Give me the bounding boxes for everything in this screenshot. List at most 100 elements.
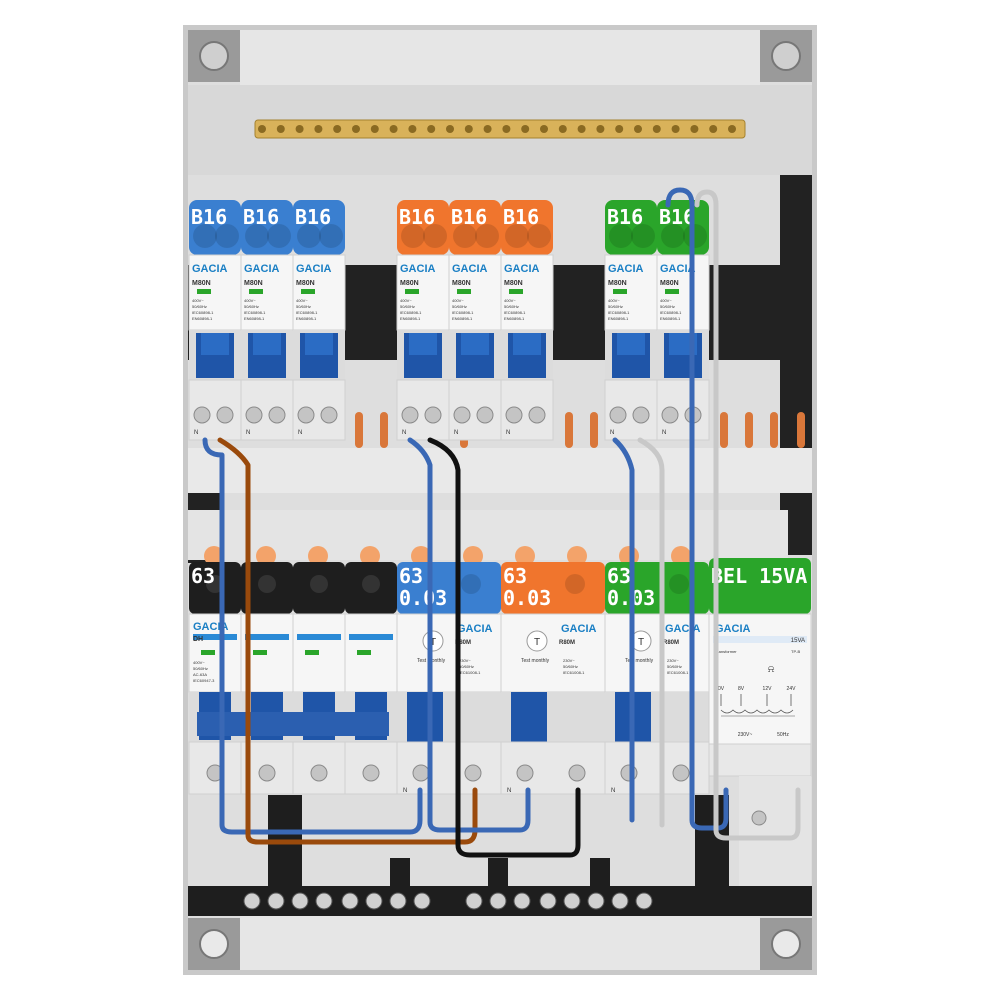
rcd-spec-line: 50/60Hz (667, 664, 682, 669)
mcb-cap-dimple (683, 224, 707, 248)
mcb-status-indicator (457, 289, 471, 294)
rcd-terminal-label: N (611, 788, 615, 794)
rcd-model: R80M (455, 640, 471, 646)
earth-terminal-hole (540, 125, 548, 133)
rcd-toggle-lever (407, 692, 443, 742)
terminal-block-screw-icon (341, 892, 359, 910)
mcb-spec-line: IEC60898-1 (452, 310, 474, 315)
comb-busbar-tooth (720, 412, 728, 448)
mcb-spec-line: 50/60Hz (400, 304, 415, 309)
rcd-rating-current: 63 (503, 564, 527, 588)
screw-icon (199, 41, 229, 71)
terminal-block-screw-icon (365, 892, 383, 910)
mcb-rating-label: B16 (451, 205, 487, 229)
mcb-rating-label: B16 (399, 205, 435, 229)
mcb-cap-dimple (193, 224, 217, 248)
mcb-model: M80N (504, 280, 523, 287)
mcb-terminal-label: N (298, 430, 302, 436)
mcb-model: M80N (660, 280, 679, 287)
terminal-blocks (188, 795, 812, 916)
terminal-screw-icon (528, 406, 546, 424)
rcd-test-symbol-icon: T (430, 637, 436, 648)
mcb-spec-line: EN60898-1 (504, 316, 525, 321)
comb-busbar-tooth (565, 412, 573, 448)
mcb-model: M80N (452, 280, 471, 287)
earth-terminal-hole (258, 125, 266, 133)
mcb-spec-line: EN60898-1 (296, 316, 317, 321)
terminal-block-screw-icon (465, 892, 483, 910)
rcd-toggle-lever (511, 692, 547, 742)
rcd-face (500, 613, 606, 693)
rcd-test-text: Test monthly (625, 658, 654, 664)
earth-terminal-hole (352, 125, 360, 133)
transformer-model: TP-B (791, 649, 800, 654)
mcb-terminal-label: N (454, 430, 458, 436)
rcd-spec-line: 50/60Hz (563, 664, 578, 669)
rcd-test-button-icon (526, 630, 548, 652)
rcd-spec-line: 230V~ (667, 658, 679, 663)
terminal-screw-icon (412, 764, 430, 782)
mcb-rating-label: B16 (659, 205, 695, 229)
mcb-model: M80N (296, 280, 315, 287)
wire-grey-transformer (694, 189, 801, 841)
mcb-breaker: B16GACIAM80N400V~50/60HzIEC60898-1EN6089… (292, 200, 346, 441)
earth-terminal-hole (370, 125, 379, 133)
wiring (202, 187, 801, 858)
transformer-brand: GACIA (715, 623, 751, 635)
mcb-spec-line: 400V~ (660, 298, 672, 303)
main-switch-cap-dome (360, 546, 380, 566)
terminal-screw-icon (476, 406, 494, 424)
transformer-tap-label: 12V (763, 686, 773, 692)
terminal-screw-icon (516, 764, 534, 782)
rcd-cap-dome (411, 546, 431, 566)
mcb-cap (605, 200, 657, 255)
mcb-spec-line: 400V~ (504, 298, 516, 303)
rcd-spec-line: 230V~ (563, 658, 575, 663)
terminal-screw-icon (245, 406, 263, 424)
mcb-spec-line: EN60898-1 (660, 316, 681, 321)
mcb-cap-dimple (267, 224, 291, 248)
transformer-lower (708, 743, 812, 777)
main-switch-status-indicator (305, 650, 319, 655)
earth-busbar (254, 119, 746, 139)
screw-icon (771, 929, 801, 959)
terminal-block-screw-icon (587, 892, 605, 910)
mcb-model: M80N (400, 280, 419, 287)
comb-busbar-tooth (380, 412, 388, 448)
mcb-spec-line: 400V~ (192, 298, 204, 303)
earth-terminal-hole (728, 125, 736, 133)
earth-terminal-hole (502, 125, 511, 133)
wire-blue-transformer (665, 187, 729, 831)
main-switch-cap-dimple (258, 575, 276, 593)
terminal-riser (488, 858, 508, 890)
comb-busbar-tooth (590, 412, 598, 448)
mcb-cap (449, 200, 501, 255)
top-cover-plate (188, 448, 812, 493)
earth-terminal-hole (389, 125, 398, 133)
terminal-screw-icon (268, 406, 286, 424)
mcb-model: M80N (244, 280, 263, 287)
terminal-screws (243, 892, 653, 910)
mcb-brand: GACIA (296, 263, 332, 275)
rcd-spec-line: IEC61008-1 (667, 670, 689, 675)
corner-mounts (188, 30, 812, 970)
screw-icon (199, 929, 229, 959)
transformer-cap (709, 558, 811, 614)
mcb-spec-line: EN60898-1 (244, 316, 265, 321)
mcb-cap (657, 200, 709, 255)
earth-terminal-hole (333, 125, 342, 133)
mcb-cap-dimple (319, 224, 343, 248)
rcd-rating-sensitivity: 0.03 (399, 586, 447, 610)
mcb-toggle-handle (253, 333, 281, 355)
rcd-cap-dimple (461, 574, 481, 594)
mcb-cap-dimple (631, 224, 655, 248)
terminal-screw-icon (453, 406, 471, 424)
bell-icon: ⍾ (768, 664, 775, 675)
terminal-block-screw-icon (413, 892, 431, 910)
earth-terminal-hole (295, 125, 304, 133)
rcd-spec-line: IEC61008-1 (563, 670, 585, 675)
mcb-rating-label: B16 (243, 205, 279, 229)
